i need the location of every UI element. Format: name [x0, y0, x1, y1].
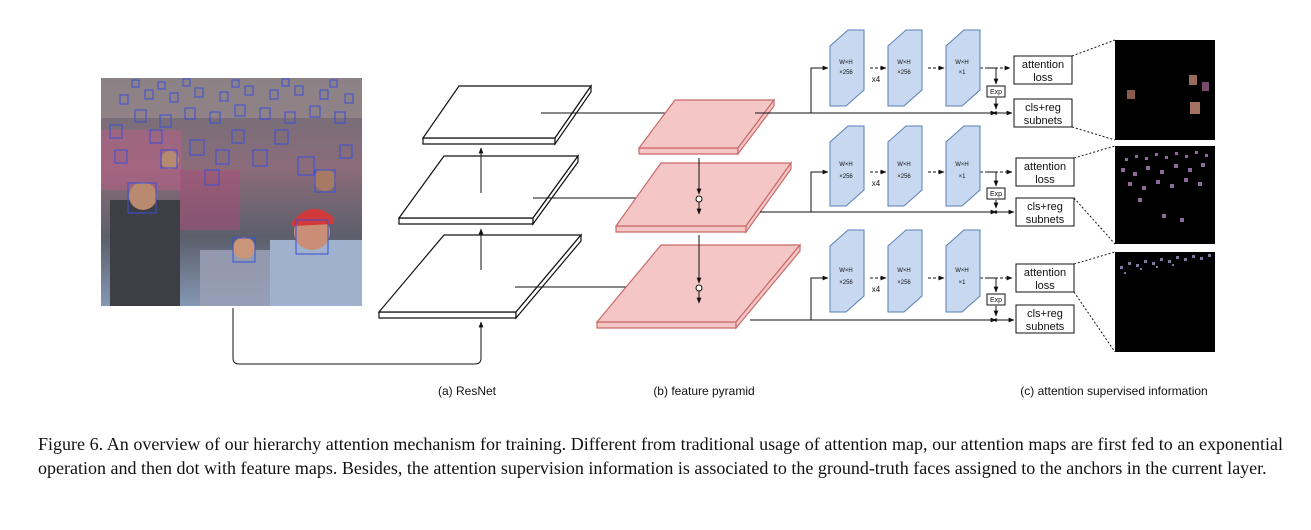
attention-loss-line2: loss: [1033, 72, 1053, 84]
crowd-photo: [101, 78, 362, 306]
subnets-line2: subnets: [1024, 115, 1063, 127]
attention-loss-line1: attention: [1024, 267, 1066, 279]
subnets-line1: cls+reg: [1025, 102, 1061, 114]
subnets-line2: subnets: [1026, 214, 1065, 226]
attention-info-label: (c) attention supervised information: [1020, 384, 1207, 398]
attention-map-links: [1071, 39, 1116, 353]
subnets-line2: subnets: [1026, 321, 1065, 333]
repeat-label: x4: [872, 285, 881, 294]
block2-size: W×H: [897, 268, 911, 274]
head-row-3: W×H ×256 W×H ×256 W×H ×1 x4 Exp attentio…: [810, 229, 1075, 334]
face-boxes: [109, 78, 354, 263]
head-row-2: W×H ×256 W×H ×256 W×H ×1 x4 Exp attentio…: [810, 125, 1075, 227]
repeat-label: x4: [872, 75, 881, 84]
attention-loss-line1: attention: [1022, 59, 1064, 71]
feature-pyramid-label: (b) feature pyramid: [653, 384, 754, 398]
attention-loss-line1: attention: [1024, 161, 1066, 173]
block3-size: W×H: [955, 268, 969, 274]
exp-label: Exp: [990, 191, 1002, 198]
block3-channels: ×1: [959, 174, 967, 180]
block3-channels: ×1: [959, 70, 967, 76]
block1-size: W×H: [839, 60, 853, 66]
block1-channels: ×256: [839, 280, 853, 286]
resnet-layers: [377, 84, 593, 320]
pyramid-connections: [695, 110, 997, 323]
figure-caption: Figure 6. An overview of our hierarchy a…: [38, 434, 1283, 478]
attention-loss-line2: loss: [1035, 174, 1055, 186]
attention-loss-line2: loss: [1035, 280, 1055, 292]
attention-map-icon: [1115, 40, 1215, 352]
block1-size: W×H: [839, 268, 853, 274]
subnets-line1: cls+reg: [1027, 308, 1063, 320]
hierarchy-attention-diagram: W×H ×256 W×H ×256 W×H ×1 x4 Exp attentio…: [101, 29, 1215, 398]
block2-channels: ×256: [897, 70, 911, 76]
block3-size: W×H: [955, 162, 969, 168]
exp-label: Exp: [990, 89, 1002, 96]
block3-channels: ×1: [959, 280, 967, 286]
block2-size: W×H: [897, 60, 911, 66]
head-row-1: W×H ×256 W×H ×256 W×H ×1 x4 Exp attentio…: [810, 29, 1073, 128]
block1-channels: ×256: [839, 70, 853, 76]
exp-label: Exp: [990, 297, 1002, 304]
block2-channels: ×256: [897, 280, 911, 286]
resnet-label: (a) ResNet: [438, 384, 497, 398]
block2-channels: ×256: [897, 174, 911, 180]
block2-size: W×H: [897, 162, 911, 168]
block1-channels: ×256: [839, 174, 853, 180]
block1-size: W×H: [839, 162, 853, 168]
subnets-line1: cls+reg: [1027, 201, 1063, 213]
repeat-label: x4: [872, 179, 881, 188]
block3-size: W×H: [955, 60, 969, 66]
